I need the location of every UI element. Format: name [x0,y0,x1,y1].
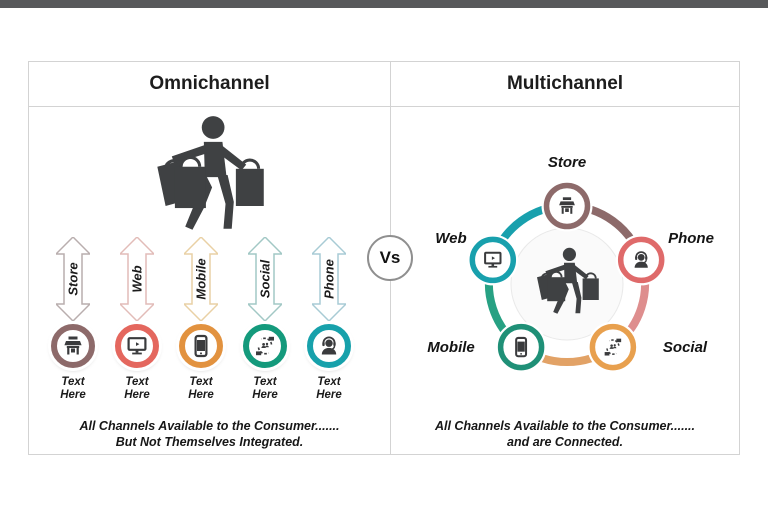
smartphone-icon-glyph [189,334,213,358]
omnichannel-caption-line1: All Channels Available to the Consumer..… [79,419,340,433]
monitor-icon [115,324,159,368]
multichannel-panel: Store Phone Social Mobile Web All Channe… [391,107,739,454]
top-accent-bar [0,0,768,8]
phone-double-arrow-icon: Phone [310,235,348,323]
store-icon-glyph [61,334,85,358]
social-arrow-label: Social [257,259,273,299]
store-arrow-label: Store [65,262,81,296]
social-network-icon [589,323,637,371]
monitor-icon-glyph [125,334,149,358]
table-header-row: Omnichannel Multichannel [29,62,739,107]
web-arrow-label: Web [129,265,145,293]
phone-arrow-label: Phone [321,259,337,299]
social-double-arrow-icon: Social [246,235,284,323]
store-double-arrow-icon: Store [54,235,92,323]
node-label-store: Store [547,154,587,171]
headset-agent-icon [307,324,351,368]
social-network-icon [243,324,287,368]
channel-column-web: Web Text Here [105,235,169,402]
channel-column-social: Social Text Here [233,235,297,402]
web-text-placeholder: Text Here [124,376,150,401]
node-phone [615,234,667,286]
vs-badge: Vs [367,235,413,281]
monitor-icon [469,236,517,284]
channel-column-mobile: Mobile Text Here [169,235,233,402]
node-label-mobile: Mobile [427,339,475,356]
node-web [467,234,519,286]
multichannel-caption-line1: All Channels Available to the Consumer..… [434,419,695,433]
omnichannel-caption-line2: But Not Themselves Integrated. [115,435,304,449]
omnichannel-caption: All Channels Available to the Consumer..… [29,418,390,450]
shopper-with-bags-icon [147,113,271,237]
table-body-row: Store Text Here Web Text [29,107,739,454]
multichannel-title: Multichannel [506,73,624,94]
store-text-placeholder: Text Here [60,376,86,401]
headset-agent-icon-glyph [633,251,649,269]
smartphone-icon [179,324,223,368]
social-network-icon-glyph [253,334,277,358]
web-double-arrow-icon: Web [118,235,156,323]
node-mobile [495,321,547,373]
store-icon [51,324,95,368]
multichannel-cycle-diagram [467,180,667,373]
mobile-arrow-label: Mobile [193,258,209,300]
node-label-phone: Phone [668,230,714,247]
multichannel-caption-line2: and are Connected. [507,435,623,449]
social-text-placeholder: Text Here [252,376,278,401]
node-label-social: Social [662,339,708,356]
omnichannel-title: Omnichannel [29,62,391,106]
headset-agent-icon-glyph [317,334,341,358]
comparison-table: Omnichannel Multichannel Store [28,61,740,455]
mobile-double-arrow-icon: Mobile [182,235,220,323]
mobile-text-placeholder: Text Here [188,376,214,401]
multichannel-caption: All Channels Available to the Consumer..… [391,418,739,450]
node-label-web: Web [435,230,467,247]
phone-text-placeholder: Text Here [316,376,342,401]
channel-column-store: Store Text Here [41,235,105,402]
node-store [541,180,593,232]
channel-column-phone: Phone Text Here [297,235,361,402]
node-social [587,321,639,373]
vs-badge-label: Vs [379,248,401,267]
omnichannel-panel: Store Text Here Web Text [29,107,391,454]
